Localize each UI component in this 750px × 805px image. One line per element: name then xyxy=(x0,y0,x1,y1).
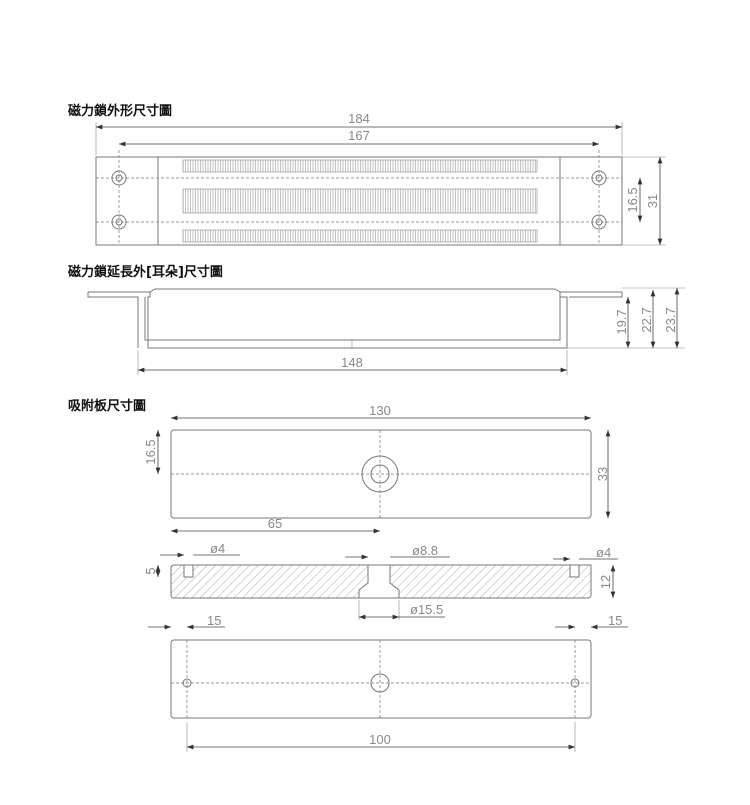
dim-label: 100 xyxy=(369,732,391,747)
dim-label: 148 xyxy=(341,355,363,370)
dim-label: 15 xyxy=(207,613,221,628)
section-title-ears: 磁力鎖延長外[耳朵]尺寸圖 xyxy=(68,264,223,280)
armature-plate-top: 130 16.5 33 65 xyxy=(143,403,611,534)
dim-label: 22.7 xyxy=(639,307,654,332)
dim-label: 16.5 xyxy=(143,439,158,464)
dim-label: 23.7 xyxy=(663,307,678,332)
dim-label: 33 xyxy=(595,467,610,481)
dim-label: ø4 xyxy=(210,541,225,556)
dim-label: 12 xyxy=(598,575,613,589)
dim-label: 184 xyxy=(348,111,370,126)
armature-plate-section: ø4 ø8.8 ø4 5 12 ø15.5 xyxy=(143,541,618,620)
lock-ear-profile: 148 19.7 22.7 23.7 xyxy=(87,287,685,375)
dim-label: ø8.8 xyxy=(412,543,438,558)
section-title-plate: 吸附板尺寸圖 xyxy=(68,398,146,414)
dim-label: 19.7 xyxy=(614,309,629,334)
lock-top-view: 184 167 31 16.5 xyxy=(95,111,666,246)
dim-label: 15 xyxy=(608,613,622,628)
mounting-hole-icon xyxy=(111,170,607,230)
dim-label: 130 xyxy=(369,403,391,418)
dim-label: 31 xyxy=(645,194,660,208)
dim-label: ø15.5 xyxy=(410,602,443,617)
armature-plate-bottom: 15 15 100 xyxy=(148,613,628,752)
dim-label: 16.5 xyxy=(625,187,640,212)
dim-label: 5 xyxy=(143,567,158,574)
center-hole-icon xyxy=(361,455,399,493)
dim-label: ø4 xyxy=(596,545,611,560)
dim-label: 167 xyxy=(348,128,370,143)
section-title-lock: 磁力鎖外形尺寸圖 xyxy=(68,103,172,119)
dim-label: 65 xyxy=(268,516,282,531)
